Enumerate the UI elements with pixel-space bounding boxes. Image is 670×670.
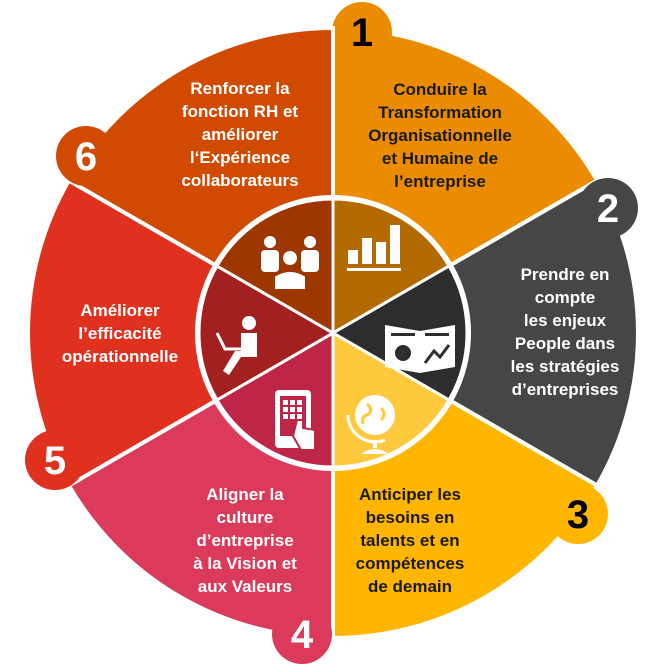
label-line: à la Vision et xyxy=(193,554,297,573)
segment-number: 4 xyxy=(291,613,314,657)
label-line: culture xyxy=(217,508,274,527)
person-laptop-icon xyxy=(215,316,257,375)
team-icon xyxy=(261,236,319,291)
label-line: fonction RH et xyxy=(182,102,298,121)
label-line: Conduire la xyxy=(393,80,487,99)
label-line: l’entreprise xyxy=(394,172,486,191)
inner-sector-3 xyxy=(331,330,452,469)
label-line: collaborateurs xyxy=(181,171,298,190)
label-line: d’entreprise xyxy=(196,531,293,550)
report-icon xyxy=(385,325,455,373)
number-badge-2 xyxy=(578,178,638,238)
segment-number: 2 xyxy=(597,187,619,231)
bar-chart-icon xyxy=(347,225,401,271)
number-badge-5 xyxy=(25,430,85,490)
number-badge-3 xyxy=(548,484,608,544)
label-line: Prendre en xyxy=(521,265,610,284)
label-line: Anticiper les xyxy=(359,485,461,504)
label-line: talents et en xyxy=(360,531,459,550)
segment-label: Améliorer l’efficacité opérationnelle xyxy=(62,301,178,366)
inner-sector-1 xyxy=(331,197,452,336)
label-line: Aligner la xyxy=(206,485,284,504)
segment-number: 6 xyxy=(75,135,97,179)
label-line: les enjeux xyxy=(524,311,607,330)
label-line: et Humaine de xyxy=(382,149,498,168)
label-line: Renforcer la xyxy=(190,79,290,98)
label-line: compétences xyxy=(356,554,465,573)
label-line: opérationnelle xyxy=(62,347,178,366)
label-line: l’efficacité xyxy=(78,324,161,343)
label-line: Améliorer xyxy=(80,301,160,320)
number-badge-1 xyxy=(332,2,392,62)
tablet-touch-icon xyxy=(275,390,316,451)
label-line: l‘Expérience xyxy=(190,148,290,167)
globe-icon xyxy=(346,395,395,454)
label-line: Transformation xyxy=(378,103,502,122)
segment-label: Anticiper les besoins en talents et en comp… xyxy=(356,485,465,596)
label-line: de demain xyxy=(368,577,452,596)
label-line: Organisationnelle xyxy=(368,126,512,145)
label-line: améliorer xyxy=(202,125,279,144)
label-line: People dans xyxy=(515,334,615,353)
label-line: compte xyxy=(535,288,595,307)
segment-number: 1 xyxy=(351,11,373,55)
segment-label: Aligner la culture d’entreprise à la Vision… xyxy=(193,485,297,596)
number-badge-4 xyxy=(272,604,332,664)
number-badge-6 xyxy=(56,126,116,186)
segment-number: 5 xyxy=(44,439,66,483)
segment-label: Renforcer la fonction RH et améliorer l‘Exp… xyxy=(181,79,298,190)
label-line: besoins en xyxy=(366,508,455,527)
label-line: d’entreprises xyxy=(512,380,619,399)
segment-number: 3 xyxy=(567,493,589,537)
label-line: aux Valeurs xyxy=(198,577,293,596)
label-line: les stratégies xyxy=(511,357,620,376)
segment-5: 5 Améliorer l’efficacité opérationnelle xyxy=(25,177,337,490)
